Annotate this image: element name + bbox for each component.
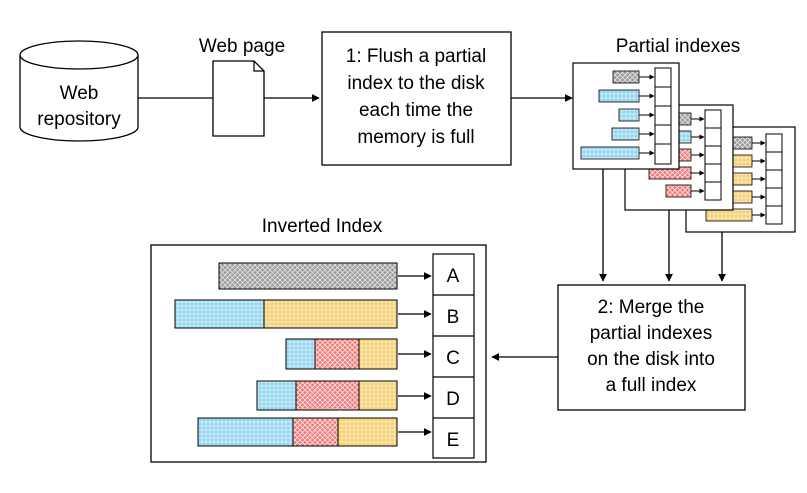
merge-step-box [557,284,746,411]
web-page-document-icon [212,60,265,137]
key-cell: C [446,348,460,369]
inverted-index-keys: A B C D E [432,253,475,459]
posting-list-row-b [174,299,432,329]
key-cell: E [447,430,460,451]
repository-label-line2: repository [37,109,121,130]
posting-list-row-d [256,380,432,411]
repository-label-line1: Web [60,83,99,104]
merge-step-line3: on the disk into [587,349,715,370]
flush-step-line1: 1: Flush a partial [346,46,486,67]
flush-step-line3: each time the [359,100,473,121]
partial-index-1 [572,62,680,170]
partial-indexes-title: Partial indexes [616,36,741,57]
flush-step-box [321,31,512,166]
posting-list-row-a [218,262,432,290]
partial-index-3 [685,126,796,233]
posting-list-row-e [197,417,432,447]
inverted-index-title: Inverted Index [262,216,383,237]
merge-step-line1: 2: Merge the [598,297,705,318]
key-cell: A [447,266,460,287]
web-repository-cylinder: Web repository [19,40,139,142]
posting-list-row-c [285,338,432,370]
web-page-label: Web page [199,36,285,57]
flush-step-line2: index to the disk [347,73,485,94]
flush-step-line4: memory is full [357,127,474,148]
key-cell: D [446,389,460,410]
key-cell: B [447,307,460,328]
merge-step-line4: a full index [606,375,697,396]
merge-step-line2: partial indexes [590,323,713,344]
